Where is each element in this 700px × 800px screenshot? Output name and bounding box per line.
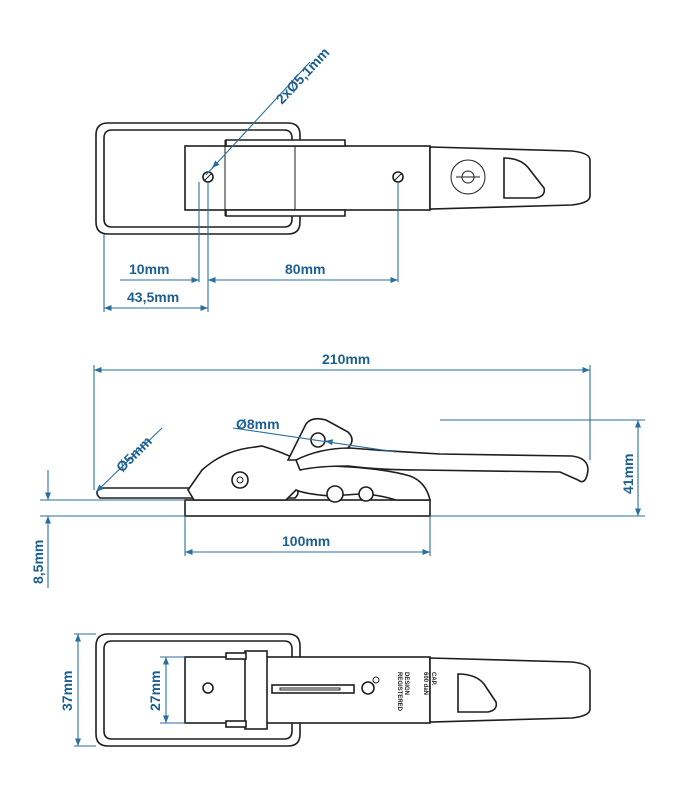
bottom-view-loop (95, 633, 301, 747)
svg-text:REGISTERED: REGISTERED (396, 672, 402, 712)
base-thickness-label: 8,5mm (30, 540, 46, 584)
base-width-label: 27mm (147, 671, 163, 711)
side-view (96, 417, 589, 517)
bottom-view: DESIGN REGISTERED CAP. 600 daN (95, 633, 591, 747)
pin-diameter-label: Ø8mm (236, 416, 280, 432)
side-view-lever (294, 447, 589, 483)
side-view-base (184, 499, 431, 517)
svg-text:CAP.: CAP. (430, 672, 436, 686)
pivot-hole-1 (231, 471, 249, 489)
bottom-view-lever-handle (429, 657, 591, 723)
base-length-label: 100mm (282, 533, 330, 549)
brand-logo-icon-bottom (361, 681, 375, 695)
top-view (95, 122, 591, 235)
total-length-label: 210mm (322, 351, 370, 367)
design-registered-marking: DESIGN REGISTERED (396, 672, 409, 712)
svg-text:DESIGN: DESIGN (403, 672, 409, 695)
brand-logo-icon (450, 159, 486, 195)
bottom-slot (271, 684, 355, 694)
pivot-hole-3 (358, 486, 374, 502)
hole-offset-label: 10mm (129, 261, 169, 277)
hole-spacing-label: 80mm (285, 261, 325, 277)
holes-diameter-label: 2xØ5,1mm (272, 44, 332, 107)
bottom-view-dimensions: 37mm 27mm (59, 633, 185, 747)
pivot-hole-2 (326, 485, 344, 503)
capacity-marking: CAP. 600 daN (422, 672, 436, 695)
wire-diameter-label: Ø5mm (113, 433, 155, 475)
svg-text:600 daN: 600 daN (422, 672, 428, 695)
total-height-label: 41mm (620, 454, 636, 494)
top-view-loop (95, 122, 301, 235)
total-width-label: 37mm (59, 671, 75, 711)
hole-from-end-label: 43,5mm (127, 289, 179, 305)
bottom-mounting-hole (202, 682, 214, 694)
